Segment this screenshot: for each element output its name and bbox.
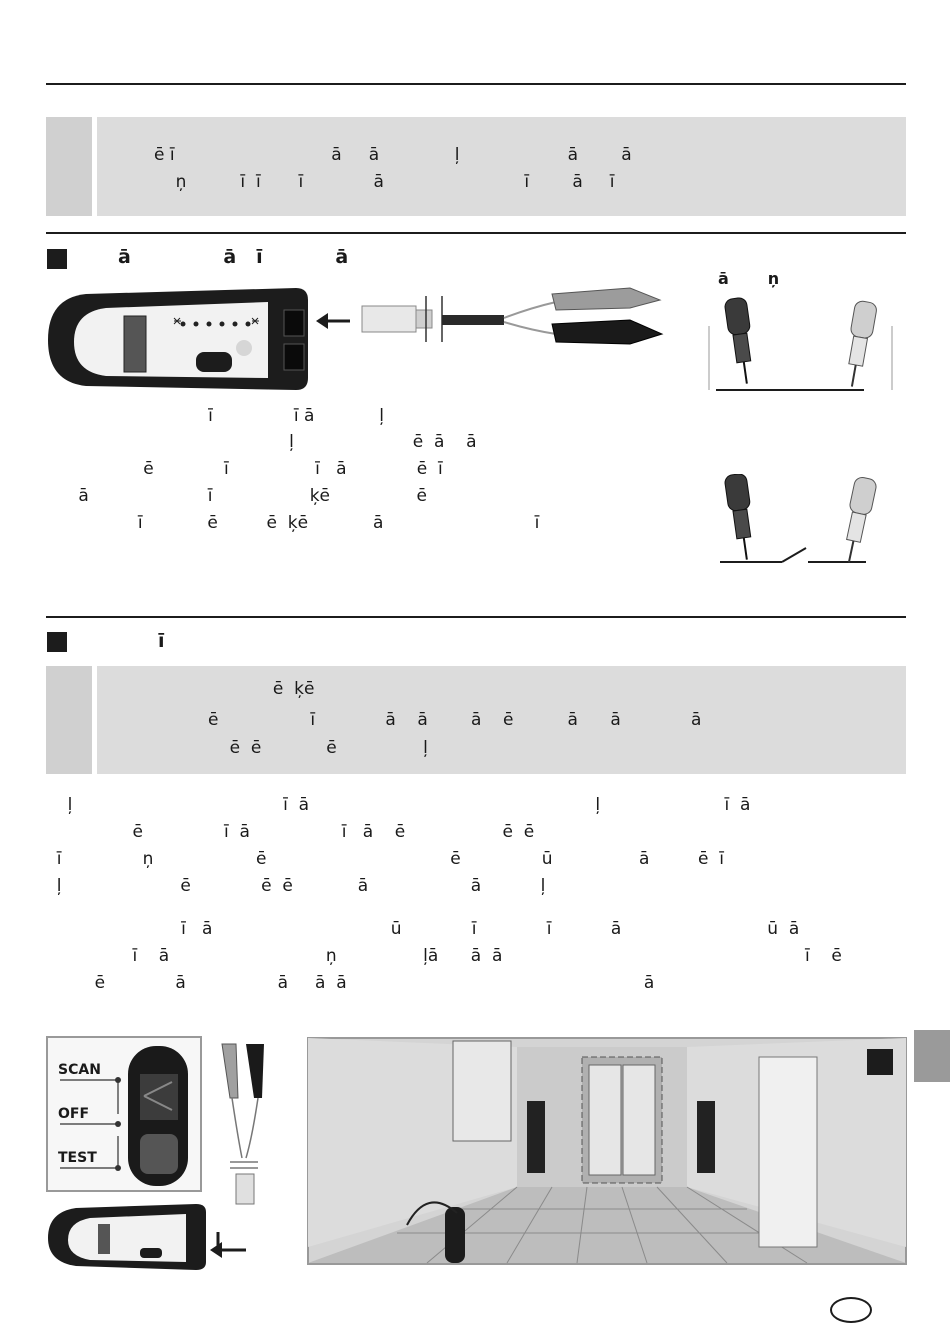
section-marker bbox=[47, 632, 67, 652]
cable-tester-small bbox=[48, 1204, 246, 1270]
body-line: ļ ē ē ē ā ā ļ bbox=[46, 876, 546, 896]
switch-slider-icon bbox=[60, 1046, 188, 1186]
body-line: ī ā ū ī ī ā ū ā bbox=[46, 919, 800, 939]
note-divider bbox=[92, 666, 97, 774]
body-line: ī ņ ē ē ū ā ē ī bbox=[46, 849, 725, 869]
switch-label-test: TEST bbox=[58, 1150, 97, 1166]
note-line: ē ī ā ā ļ ā ā bbox=[154, 145, 632, 165]
body-line: ļ ī ā ļ ī ā bbox=[46, 795, 751, 815]
page-number-oval bbox=[830, 1297, 872, 1323]
body-line: ī ī ā ļ bbox=[46, 406, 385, 426]
alligator-clip-cable bbox=[361, 287, 664, 345]
section-rule bbox=[46, 232, 906, 234]
note-divider bbox=[92, 117, 97, 216]
switch-panel-figure: SCAN OFF TEST bbox=[46, 1036, 202, 1192]
room-illustration bbox=[307, 1037, 907, 1265]
body-line: ē ī ī ā ē ī bbox=[46, 459, 443, 479]
probe-label: ā ņ bbox=[718, 269, 780, 288]
note-line: ē ķē bbox=[154, 679, 315, 699]
probe-pair-closed-circuit bbox=[708, 297, 893, 391]
note-stripe bbox=[46, 666, 92, 774]
clip-cable-small bbox=[221, 1043, 264, 1205]
section-heading: ā ā ī ā bbox=[118, 246, 349, 268]
note-line: ņ ī ī ī ā ī ā ī bbox=[154, 172, 615, 192]
page-edge-tab bbox=[914, 1030, 950, 1082]
top-rule bbox=[46, 83, 906, 85]
body-line: ā ī ķē ē bbox=[46, 486, 427, 506]
body-line: ē ā ā ā ā ā bbox=[46, 973, 655, 993]
note-line: ē ī ā ā ā ē ā ā ā bbox=[154, 710, 702, 730]
note-line: ē ē ē ļ bbox=[154, 738, 428, 758]
section-rule bbox=[46, 616, 906, 618]
body-line: ī ā ņ ļā ā ā ī ē bbox=[46, 946, 842, 966]
switch-label-off: OFF bbox=[58, 1106, 90, 1122]
switch-label-scan: SCAN bbox=[58, 1062, 101, 1078]
body-line: ē ī ā ī ā ē ē ē bbox=[46, 822, 535, 842]
note-box-1: ē ī ā ā ļ ā ā ņ ī ī ī ā ī ā ī bbox=[46, 117, 906, 216]
body-line: ļ ē ā ā bbox=[46, 432, 477, 452]
note-box-2: ē ķē ē ī ā ā ā ē ā ā ā ē ē ē ļ bbox=[46, 666, 906, 774]
section-marker bbox=[47, 249, 67, 269]
note-stripe bbox=[46, 117, 92, 216]
body-line: ī ē ē ķē ā ī bbox=[46, 513, 540, 533]
cable-tester-illustration bbox=[48, 288, 308, 390]
arrow-left-icon bbox=[316, 313, 350, 329]
probe-pair-open-circuit bbox=[720, 474, 877, 563]
section-heading: ī bbox=[158, 630, 165, 652]
